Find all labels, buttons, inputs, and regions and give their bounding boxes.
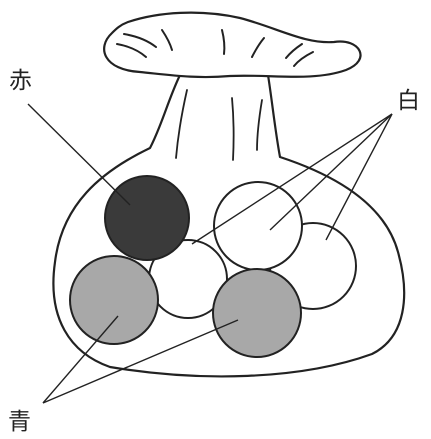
label-blue: 青 bbox=[8, 409, 31, 435]
red-ball bbox=[105, 176, 189, 260]
label-white: 白 bbox=[397, 88, 420, 114]
label-red: 赤 bbox=[9, 68, 32, 94]
white-ball bbox=[214, 182, 302, 270]
blue-ball bbox=[70, 256, 158, 344]
bag-mouth bbox=[104, 13, 360, 77]
blue-ball bbox=[213, 269, 301, 357]
neck-folds bbox=[176, 90, 262, 160]
